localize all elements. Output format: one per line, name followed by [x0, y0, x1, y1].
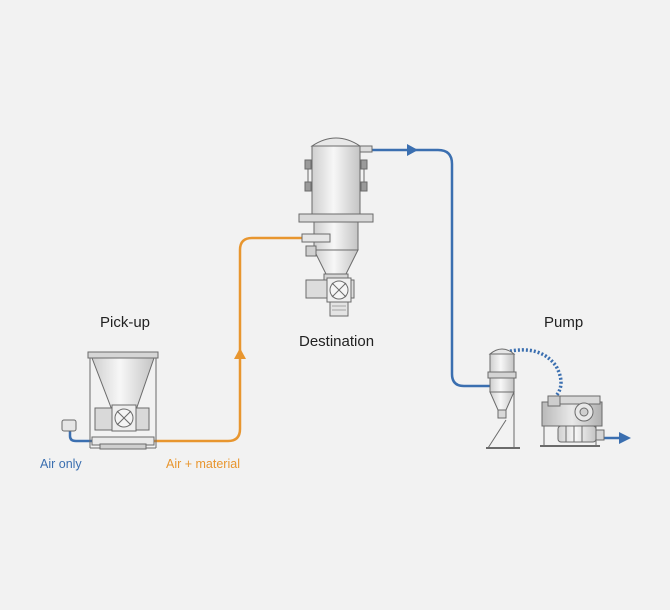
pickup-label: Pick-up [100, 314, 151, 331]
air-only-label: Air only [40, 457, 82, 471]
air-return-line [372, 148, 492, 388]
air-only-line [68, 430, 92, 443]
pickup-station [61, 351, 159, 450]
pump-exhaust-arrow [619, 432, 631, 444]
destination-label: Destination [299, 333, 375, 350]
air-material-line [152, 236, 302, 443]
pump-label: Pump [544, 314, 584, 331]
air-material-label: Air + material [166, 457, 240, 471]
air-return-arrow [407, 144, 418, 156]
destination-receiver [298, 137, 374, 317]
air-material-arrow [234, 348, 246, 359]
pump-station [486, 348, 605, 449]
